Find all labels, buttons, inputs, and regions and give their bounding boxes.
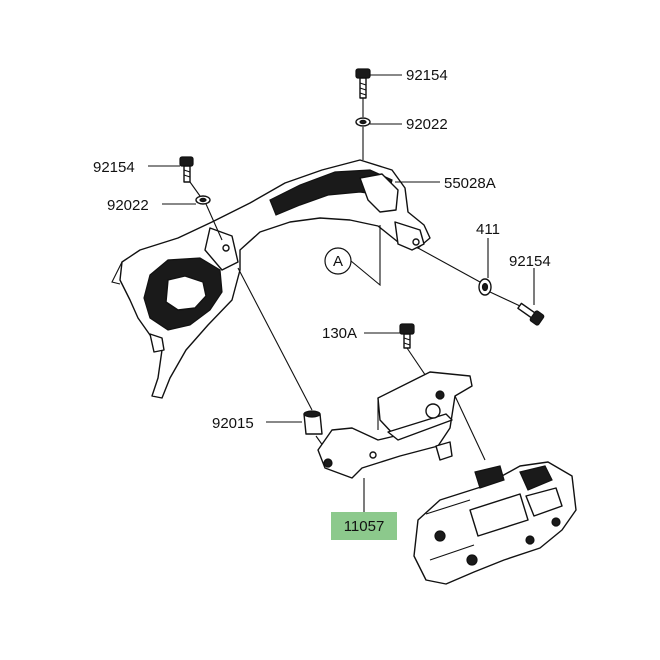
grommet-right: [478, 278, 492, 296]
callout-92022-top: 92022: [406, 116, 448, 133]
callout-92154-top: 92154: [406, 67, 448, 84]
highlighted-callout: 11057: [331, 512, 397, 540]
washer-top: [355, 117, 371, 127]
callout-411: 411: [476, 221, 500, 238]
bolt-right: [517, 302, 545, 326]
bolt-left: [179, 156, 194, 183]
collar: [303, 410, 323, 435]
callout-92015: 92015: [212, 415, 254, 432]
callout-11057: 11057: [344, 518, 385, 535]
callout-55028a: 55028A: [444, 175, 496, 192]
callout-highlight-box: [331, 512, 397, 540]
reference-marker-a: A: [324, 247, 352, 275]
reference-marker-label: A: [333, 253, 343, 270]
lower-clamp-assembly: [413, 461, 577, 585]
upper-cowl-bracket: [111, 159, 431, 399]
bolt-middle: [399, 323, 415, 349]
callout-130a: 130A: [322, 325, 357, 342]
lower-bracket: [317, 371, 473, 479]
washer-left: [195, 195, 211, 205]
callout-92154-left: 92154: [93, 159, 135, 176]
bolt-top: [355, 68, 371, 99]
callout-92154-right: 92154: [509, 253, 551, 270]
callout-92022-left: 92022: [107, 197, 149, 214]
